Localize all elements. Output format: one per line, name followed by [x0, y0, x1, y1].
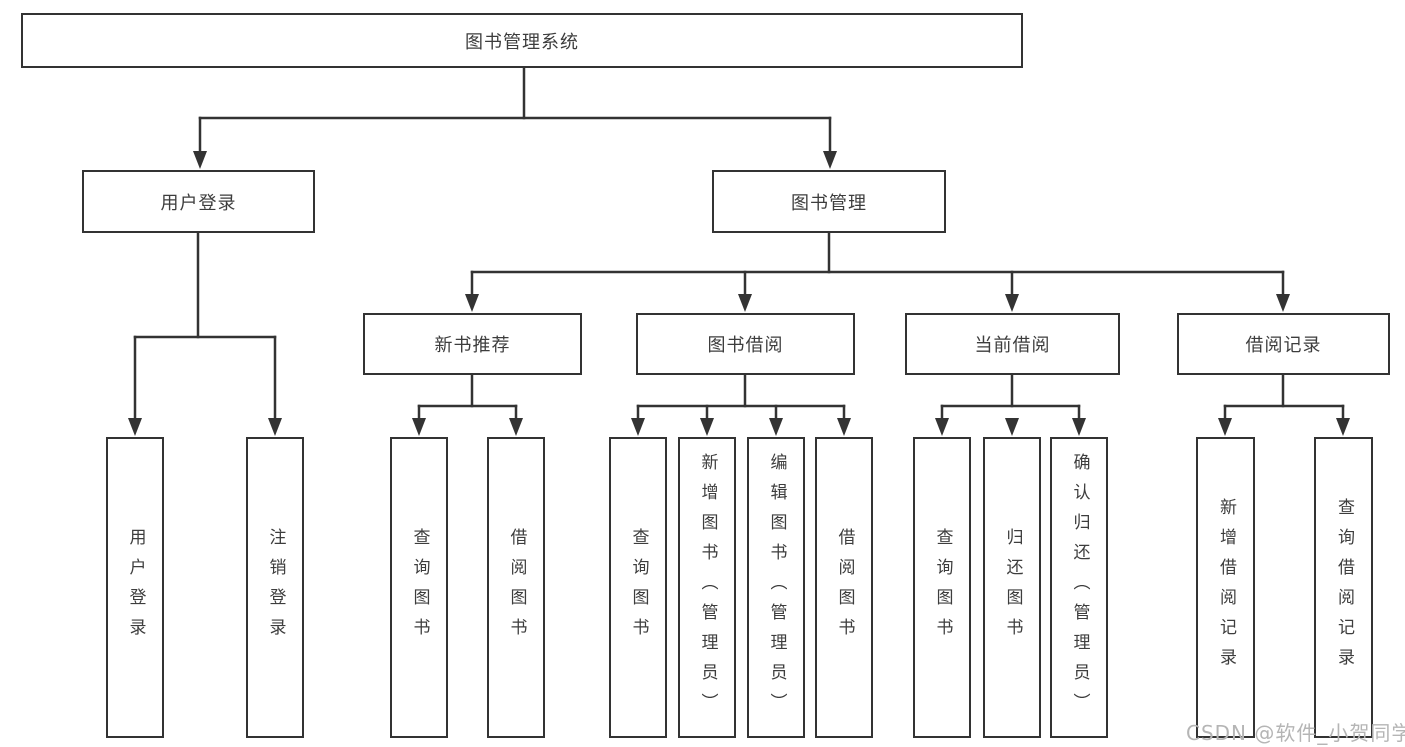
node-current-borrow: 当前借阅: [905, 313, 1120, 375]
leaf-add-books-admin-label: 新增图书（管理员）: [697, 452, 718, 723]
leaf-query-books-2-label: 查询图书: [628, 527, 649, 648]
leaf-return-books-label: 归还图书: [1002, 527, 1023, 648]
leaf-query-books-1: 查询图书: [390, 437, 448, 738]
node-root: 图书管理系统: [21, 13, 1023, 68]
node-book-management: 图书管理: [712, 170, 946, 233]
leaf-query-books-2: 查询图书: [609, 437, 667, 738]
node-book-management-label: 图书管理: [791, 192, 867, 214]
node-book-borrow-label: 图书借阅: [707, 335, 784, 356]
node-user-login-label: 用户登录: [160, 192, 237, 214]
leaf-return-books: 归还图书: [983, 437, 1041, 738]
leaf-query-borrow-record-label: 查询借阅记录: [1334, 497, 1354, 678]
leaf-user-login: 用户登录: [106, 437, 164, 738]
leaf-confirm-return-admin: 确认归还（管理员）: [1050, 437, 1108, 738]
node-borrow-record: 借阅记录: [1177, 313, 1390, 375]
leaf-add-borrow-record: 新增借阅记录: [1196, 437, 1255, 738]
leaf-borrow-books-2: 借阅图书: [815, 437, 873, 738]
leaf-query-borrow-record: 查询借阅记录: [1314, 437, 1373, 738]
leaf-user-login-label: 用户登录: [125, 527, 146, 648]
leaf-logout: 注销登录: [246, 437, 304, 738]
leaf-query-books-1-label: 查询图书: [409, 527, 430, 648]
leaf-edit-books-admin: 编辑图书（管理员）: [747, 437, 805, 738]
node-new-book-recommend-label: 新书推荐: [434, 335, 511, 356]
leaf-logout-label: 注销登录: [265, 527, 286, 648]
leaf-query-books-3-label: 查询图书: [932, 527, 953, 648]
node-user-login: 用户登录: [82, 170, 315, 233]
node-root-label: 图书管理系统: [465, 31, 579, 53]
leaf-borrow-books-1-label: 借阅图书: [506, 527, 527, 648]
node-new-book-recommend: 新书推荐: [363, 313, 582, 375]
leaf-add-borrow-record-label: 新增借阅记录: [1216, 497, 1236, 678]
leaf-add-books-admin: 新增图书（管理员）: [678, 437, 736, 738]
leaf-confirm-return-admin-label: 确认归还（管理员）: [1069, 452, 1090, 723]
leaf-query-books-3: 查询图书: [913, 437, 971, 738]
leaf-borrow-books-1: 借阅图书: [487, 437, 545, 738]
arrowheads: [128, 151, 1350, 436]
leaf-edit-books-admin-label: 编辑图书（管理员）: [766, 452, 787, 723]
node-borrow-record-label: 借阅记录: [1245, 335, 1322, 356]
csdn-watermark: CSDN @软件_小贺同学: [1186, 721, 1405, 745]
node-current-borrow-label: 当前借阅: [974, 335, 1051, 356]
leaf-borrow-books-2-label: 借阅图书: [834, 527, 855, 648]
node-book-borrow: 图书借阅: [636, 313, 855, 375]
